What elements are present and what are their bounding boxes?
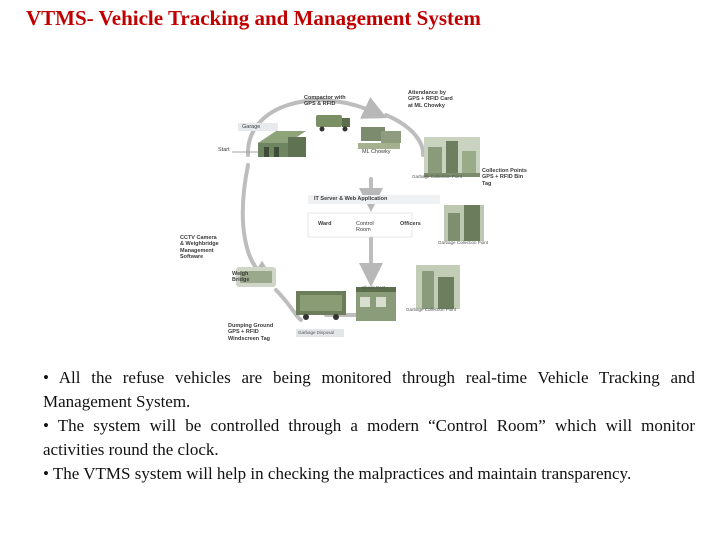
start-label: Start xyxy=(218,147,230,153)
garage-building xyxy=(258,131,306,157)
gcp-mid-label: Garbage Collection Point xyxy=(438,240,489,245)
check-post-building xyxy=(356,287,396,321)
ward-label: Ward xyxy=(318,221,332,227)
officers-label: Officers xyxy=(400,221,421,227)
compactor-truck xyxy=(316,115,350,132)
it-server-bar xyxy=(308,195,440,204)
slide-title: VTMS- Vehicle Tracking and Management Sy… xyxy=(26,6,481,30)
check-post-label: Check Post xyxy=(362,285,386,290)
garbage-disposal-label: Garbage Disposal xyxy=(298,330,335,335)
it-server-label: IT Server & Web Application xyxy=(314,196,388,202)
collection-point-bottom-scene xyxy=(416,265,460,309)
garbage-disposal-truck xyxy=(296,291,346,320)
diagram-graphics xyxy=(232,97,484,337)
bullet-item: • The VTMS system will help in checking … xyxy=(43,464,632,483)
bullet-item: • All the refuse vehicles are being moni… xyxy=(43,368,695,411)
control-room-box xyxy=(307,212,413,238)
gcp-bottom-label: Garbage Collection Point xyxy=(406,307,457,312)
garbage-disposal-label-bar xyxy=(296,329,344,337)
ml-chowky-vehicles xyxy=(358,127,401,149)
gcp-top-label: Garbage Collection Point xyxy=(412,174,463,179)
garage-label: Garage xyxy=(242,124,261,130)
bullet-list: • All the refuse vehicles are being moni… xyxy=(43,366,695,486)
bullet-item: • The system will be controlled through … xyxy=(43,416,695,459)
collection-point-top-scene xyxy=(424,137,480,177)
ml-chowky-label: ML Chowky xyxy=(362,149,391,155)
weigh-bridge-machine xyxy=(236,267,276,287)
collection-point-mid-scene xyxy=(444,205,484,241)
garage-label-bar xyxy=(238,123,278,131)
